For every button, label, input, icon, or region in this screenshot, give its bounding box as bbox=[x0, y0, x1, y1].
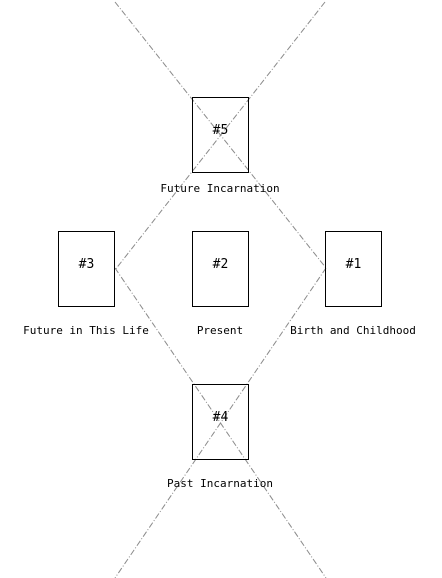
card-2: #2 Present bbox=[192, 231, 249, 337]
card-4: #4 Past Incarnation bbox=[167, 384, 273, 490]
card-5-frame bbox=[192, 97, 249, 173]
card-4-caption: Past Incarnation bbox=[167, 477, 273, 490]
card-1-frame bbox=[325, 231, 382, 307]
card-3-frame bbox=[58, 231, 115, 307]
card-3-number: #3 bbox=[79, 257, 95, 272]
card-2-number: #2 bbox=[213, 257, 229, 272]
card-2-caption: Present bbox=[197, 324, 243, 337]
guide-line-bottom-right bbox=[114, 267, 327, 578]
card-1: #1 Birth and Childhood bbox=[290, 231, 416, 337]
card-1-number: #1 bbox=[346, 257, 362, 272]
card-5-number: #5 bbox=[213, 123, 229, 138]
card-3-caption: Future in This Life bbox=[23, 324, 149, 337]
card-5: #5 Future Incarnation bbox=[160, 97, 280, 195]
guide-lines bbox=[114, 1, 327, 578]
card-3: #3 Future in This Life bbox=[23, 231, 149, 337]
card-1-caption: Birth and Childhood bbox=[290, 324, 416, 337]
card-4-frame bbox=[192, 384, 249, 460]
card-4-number: #4 bbox=[213, 410, 229, 425]
card-5-caption: Future Incarnation bbox=[160, 182, 279, 195]
guide-line-top-right bbox=[114, 1, 326, 271]
card-2-frame bbox=[192, 231, 249, 307]
